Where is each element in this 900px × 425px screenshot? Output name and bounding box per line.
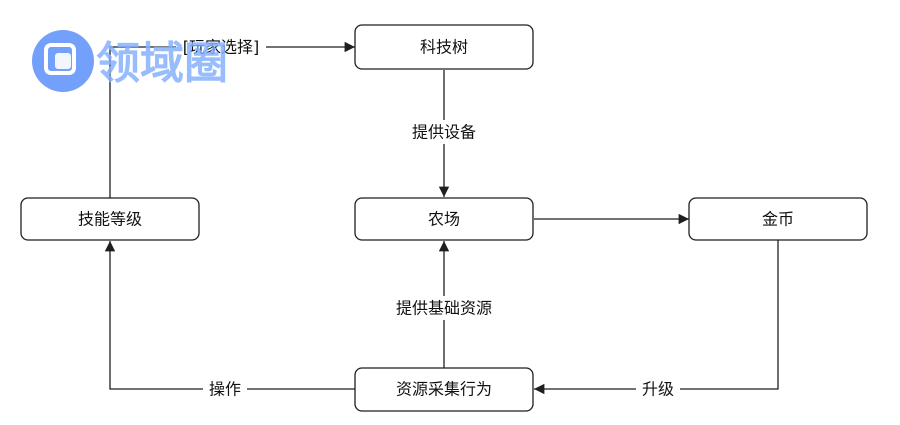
node-label-resource-gathering: 资源采集行为 (396, 380, 492, 399)
watermark-text: 领域圈 (96, 38, 228, 89)
node-label-gold: 金币 (762, 210, 794, 229)
node-label-skill-level: 技能等级 (78, 210, 142, 229)
provide-equipment-label-bg (402, 120, 486, 144)
edge-labels-group: [玩家选择] 提供设备 提供基础资源 操作 升级 (176, 37, 680, 400)
node-tech-tree: 科技树 (354, 24, 534, 70)
edge-label-provide-equipment: 提供设备 (412, 123, 476, 142)
node-label-tech-tree: 科技树 (420, 38, 468, 57)
node-resource-gathering: 资源采集行为 (354, 367, 534, 412)
watermark: 领域圈 (32, 30, 228, 92)
node-gold: 金币 (688, 197, 868, 241)
node-skill-level: 技能等级 (20, 197, 200, 241)
provide-basic-resources-label-bg (384, 296, 504, 320)
edge-label-provide-basic-resources: 提供基础资源 (396, 299, 492, 318)
player-choice-label-bg (176, 37, 266, 59)
upgrade-label-bg (636, 378, 680, 400)
edge-gathering-to-skill (104, 241, 355, 390)
watermark-logo-inner-fill (55, 53, 71, 69)
edge-gold-to-gathering (534, 240, 779, 395)
edge-skill-to-tech (109, 41, 355, 198)
edge-label-operate: 操作 (209, 380, 241, 399)
watermark-logo-inner-square (44, 43, 76, 75)
node-farm: 农场 (354, 197, 534, 241)
operate-label-bg (203, 378, 247, 400)
edge-label-player-choice: [玩家选择] (183, 38, 260, 57)
edge-label-upgrade: 升级 (642, 380, 674, 399)
node-label-farm: 农场 (428, 210, 460, 229)
